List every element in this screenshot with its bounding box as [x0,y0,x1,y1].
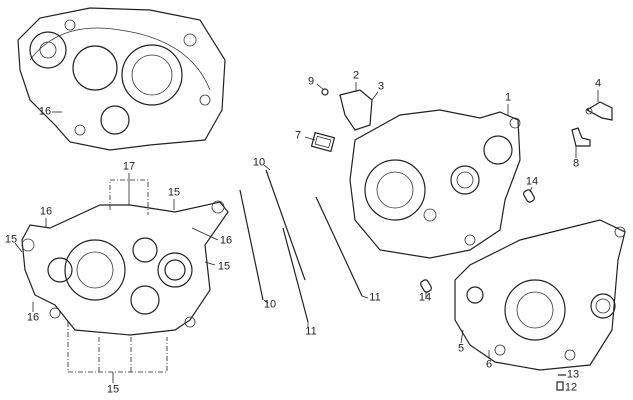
bracket-parts [420,90,613,298]
breather-parts [304,82,379,153]
callout-7: 7 [294,129,302,142]
callout-15: 15 [106,383,120,396]
callout-11: 11 [369,291,381,304]
callout-6: 6 [485,358,493,371]
callout-16: 16 [219,234,233,247]
callout-9: 9 [307,75,315,88]
callout-4: 4 [594,77,602,90]
callout-16: 16 [26,311,40,324]
callout-8: 8 [572,157,580,170]
callout-16: 16 [38,105,52,118]
callout-13: 13 [566,368,580,381]
callout-16: 16 [39,205,53,218]
callout-3: 3 [377,80,385,93]
callout-11: 11 [305,325,317,338]
callout-14: 14 [418,291,432,304]
crankcase-half-top-left [17,7,226,151]
callout-14: 14 [525,175,539,188]
callout-2: 2 [352,69,360,82]
crankcase-half-right-upper [349,104,521,259]
crankcase-half-bottom-left [14,173,229,383]
callout-15: 15 [4,233,18,246]
callout-15: 15 [167,186,181,199]
studs [239,164,369,328]
callout-12: 12 [564,381,578,394]
callout-15: 15 [217,260,231,273]
callout-5: 5 [457,342,465,355]
crankcase-half-right-lower [454,219,626,391]
callout-17: 17 [122,160,136,173]
callout-1: 1 [504,91,512,104]
callout-10: 10 [263,298,277,311]
callout-10: 10 [252,156,266,169]
